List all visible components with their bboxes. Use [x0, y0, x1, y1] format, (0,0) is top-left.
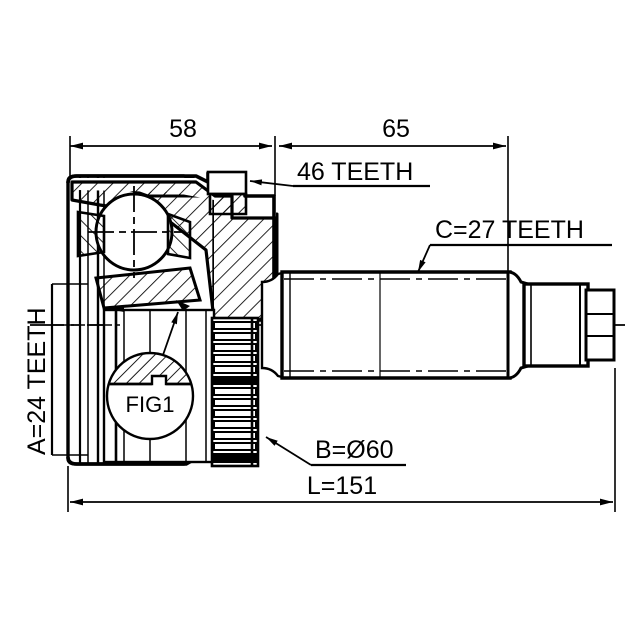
fig1-detail-callout: FIG1	[105, 311, 195, 441]
label-b-diameter: B=Ø60	[265, 436, 406, 467]
dimension-65-label: 65	[382, 115, 410, 143]
inner-race-cage	[76, 210, 202, 310]
label-b-diameter-text: B=Ø60	[315, 436, 394, 464]
dimension-overall-length-label: L=151	[307, 472, 377, 500]
label-a24-teeth-text: A=24 TEETH	[23, 307, 51, 455]
output-shaft	[260, 270, 512, 380]
abs-tone-ring	[210, 316, 260, 468]
fig1-label: FIG1	[126, 392, 175, 417]
section-arrows	[104, 300, 190, 312]
abs-teeth-indicator-block	[206, 170, 248, 216]
dimension-overall-length: L=151	[67, 368, 616, 512]
label-c27-teeth: C=27 TEETH	[417, 216, 612, 273]
dimension-58-label: 58	[169, 115, 197, 143]
label-46-teeth-text: 46 TEETH	[297, 158, 413, 186]
dimension-65: 65	[279, 115, 509, 290]
label-c27-teeth-text: C=27 TEETH	[435, 216, 584, 244]
label-46-teeth: 46 TEETH	[249, 158, 430, 188]
shaft-threaded-end	[522, 282, 616, 368]
label-a24-teeth: A=24 TEETH	[23, 283, 120, 456]
dimension-58: 58	[69, 115, 276, 315]
